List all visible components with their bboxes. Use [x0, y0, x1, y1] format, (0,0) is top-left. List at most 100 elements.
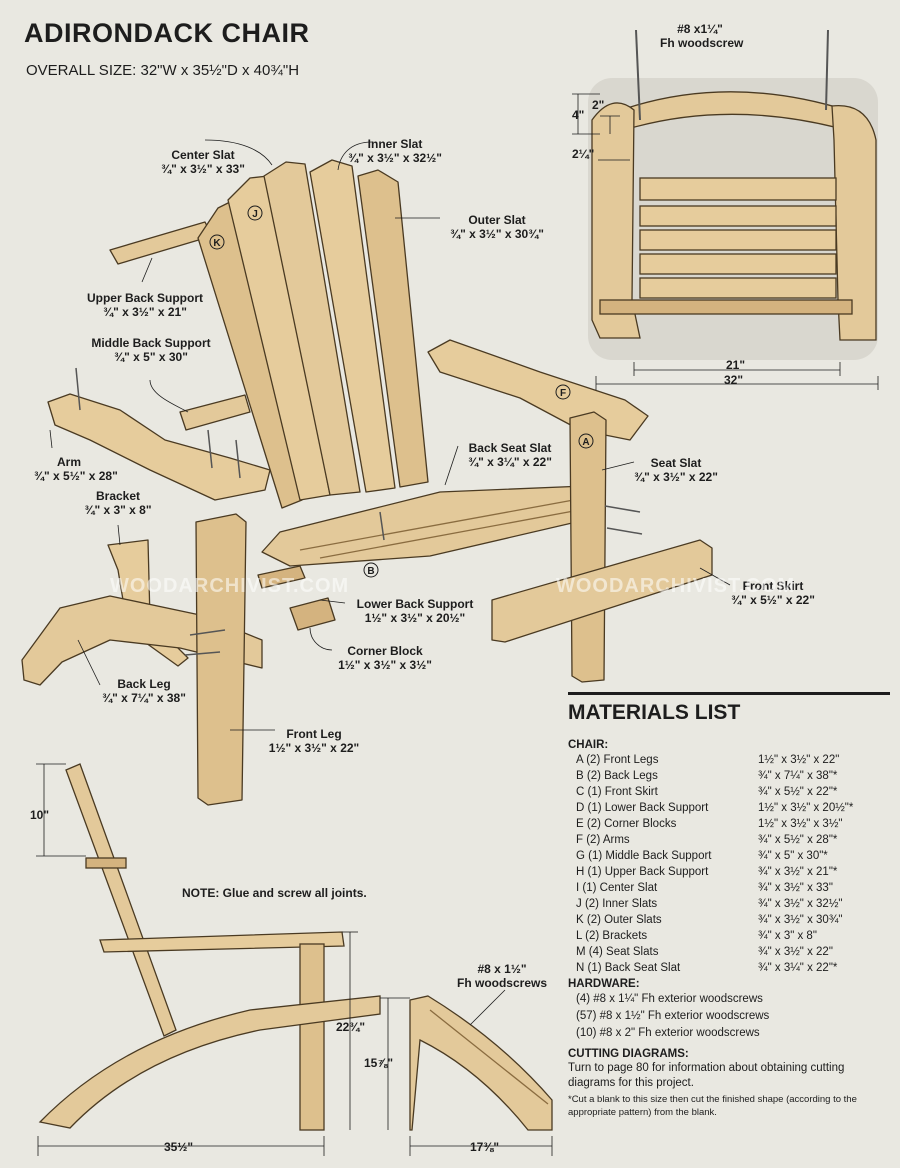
material-desc: H (1) Upper Back Support — [576, 866, 709, 878]
cutting-text: Turn to page 80 for information about ob… — [568, 1062, 845, 1089]
ottoman-dim-17-375: 17⅜" — [470, 1140, 500, 1154]
side-view-dim-10: 10" — [30, 808, 50, 822]
side-view-dim-35-5: 35½" — [164, 1140, 194, 1154]
corner-block — [289, 597, 336, 631]
left-arm — [47, 393, 271, 501]
material-row: M (4) Seat Slats ¾" x 3½" x 22" — [568, 944, 890, 960]
material-desc: J (2) Inner Slats — [576, 898, 658, 910]
letter-j: J — [252, 209, 258, 220]
material-row: H (1) Upper Back Support ¾" x 3½" x 21"* — [568, 864, 890, 880]
ottoman-screw-label: #8 x 1½"Fh woodscrews — [456, 962, 548, 990]
letter-k: K — [213, 238, 221, 249]
cutting-heading: CUTTING DIAGRAMS: — [568, 1048, 689, 1060]
material-size: ¾" x 5½" x 22"* — [758, 786, 838, 798]
material-size: 1½" x 3½" x 22" — [758, 754, 840, 766]
material-row: L (2) Brackets ¾" x 3" x 8" — [568, 928, 890, 944]
watermark-right: WOODARCHIVIST.COM — [556, 575, 796, 597]
material-row: F (2) Arms ¾" x 5½" x 28"* — [568, 832, 890, 848]
material-desc: F (2) Arms — [576, 834, 630, 846]
side-arm — [99, 931, 345, 953]
material-desc: I (1) Center Slat — [576, 882, 658, 894]
material-row: C (1) Front Skirt ¾" x 5½" x 22"* — [568, 784, 890, 800]
hardware-heading: HARDWARE: — [568, 978, 640, 990]
material-desc: K (2) Outer Slats — [576, 914, 662, 926]
bracket — [107, 539, 189, 667]
material-desc: A (2) Front Legs — [576, 754, 659, 766]
material-row: N (1) Back Seat Slat ¾" x 3¼" x 22"* — [568, 960, 890, 976]
top-view-dim-4: 4" — [572, 108, 585, 122]
side-back-slat — [65, 763, 177, 1037]
material-desc: D (1) Lower Back Support — [576, 802, 709, 814]
material-row: D (1) Lower Back Support 1½" x 3½" x 20½"… — [568, 800, 890, 816]
letter-a: A — [582, 437, 589, 448]
material-size: ¾" x 7¼" x 38"* — [758, 770, 838, 782]
top-view-dim-2: 2" — [592, 98, 605, 112]
material-size: ¾" x 3¼" x 22"* — [758, 962, 838, 974]
material-desc: C (1) Front Skirt — [576, 786, 658, 798]
middle-back-support — [179, 394, 251, 431]
material-size: ¾" x 5½" x 28"* — [758, 834, 838, 846]
front-leg-right — [569, 411, 607, 683]
material-row: G (1) Middle Back Support ¾" x 5" x 30"* — [568, 848, 890, 864]
page-title: ADIRONDACK CHAIR — [24, 18, 310, 48]
outer-slat-right — [357, 169, 429, 488]
top-view-dim-32: 32" — [724, 373, 744, 387]
hardware-list: (4) #8 x 1¼" Fh exterior woodscrews (57) … — [568, 991, 890, 1042]
hardware-row: (10) #8 x 2" Fh exterior woodscrews — [576, 1027, 760, 1039]
top-view-arm-left — [591, 102, 641, 339]
inner-slat-right — [309, 159, 396, 493]
material-size: ¾" x 3½" x 21"* — [758, 866, 838, 878]
ottoman-dim-15-875: 15⅞" — [364, 1056, 394, 1070]
material-desc: E (2) Corner Blocks — [576, 818, 677, 830]
material-desc: L (2) Brackets — [576, 930, 648, 942]
chair-heading: CHAIR: — [568, 739, 609, 751]
material-size: 1½" x 3½" x 3½" — [758, 818, 843, 830]
hardware-row: (57) #8 x 1½" Fh exterior woodscrews — [576, 1010, 770, 1022]
top-view-screw-label: #8 x1¼"Fh woodscrew — [660, 22, 744, 50]
assembly-note: NOTE: Glue and screw all joints. — [182, 886, 367, 900]
materials-rule — [568, 692, 890, 695]
material-row: A (2) Front Legs 1½" x 3½" x 22" — [568, 752, 890, 768]
material-row: K (2) Outer Slats ¾" x 3½" x 30¾" — [568, 912, 890, 928]
material-row: E (2) Corner Blocks 1½" x 3½" x 3½" — [568, 816, 890, 832]
hardware-row: (4) #8 x 1¼" Fh exterior woodscrews — [576, 993, 763, 1005]
material-size: ¾" x 3½" x 30¾" — [758, 914, 843, 926]
material-size: ¾" x 5" x 30"* — [758, 850, 828, 862]
material-desc: M (4) Seat Slats — [576, 946, 659, 958]
center-slat — [263, 161, 361, 496]
ottoman-body — [409, 995, 553, 1131]
letter-f: F — [560, 388, 566, 399]
watermark-left: WOODARCHIVIST.COM — [110, 575, 350, 597]
material-row: I (1) Center Slat ¾" x 3½" x 33" — [568, 880, 890, 896]
material-size: ¾" x 3½" x 22" — [758, 946, 833, 958]
material-desc: N (1) Back Seat Slat — [576, 962, 681, 974]
material-size: ¾" x 3½" x 33" — [758, 882, 833, 894]
front-leg-left — [195, 513, 247, 806]
side-view-dim-22-75: 22¾" — [336, 1020, 366, 1034]
material-size: ¾" x 3½" x 32½" — [758, 898, 843, 910]
overall-size: OVERALL SIZE: 32"W x 35½"D x 40¾"H — [26, 62, 300, 79]
material-size: ¾" x 3" x 8" — [758, 930, 817, 942]
material-size: 1½" x 3½" x 20½"* — [758, 802, 854, 814]
top-view-dim-21: 21" — [726, 358, 746, 372]
material-desc: G (1) Middle Back Support — [576, 850, 712, 862]
side-front-leg — [299, 943, 325, 1131]
lower-back-support — [257, 565, 306, 589]
